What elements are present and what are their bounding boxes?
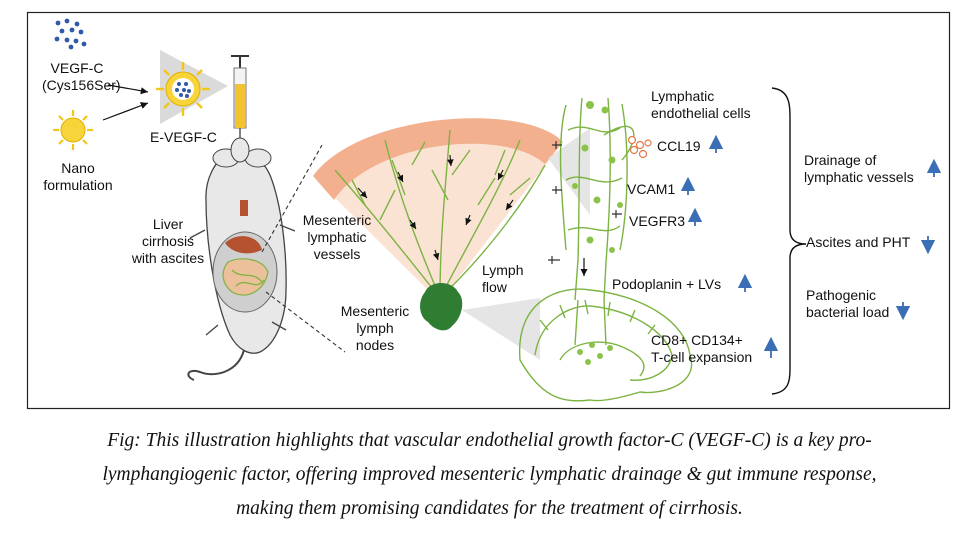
brace bbox=[771, 87, 807, 395]
label-podoplanin: Podoplanin + LVs bbox=[612, 276, 722, 292]
label-ccl19: CCL19 bbox=[657, 138, 701, 154]
caption-line-3: making them promising candidates for the… bbox=[236, 498, 743, 519]
caption-line-1: Fig: This illustration highlights that v… bbox=[107, 430, 872, 451]
mouse-illustration bbox=[187, 137, 296, 381]
endothelial-cell-dots bbox=[572, 101, 623, 365]
label-vegfr3: VEGFR3 bbox=[629, 213, 686, 229]
caption-line-2: lymphangiogenic factor, offering improve… bbox=[102, 464, 877, 485]
label-vegfc: VEGF-C(Cys156Ser) bbox=[42, 60, 121, 93]
nano-particle-icon bbox=[53, 110, 93, 150]
lymph-node-icon bbox=[420, 283, 463, 331]
mesentery-fan bbox=[313, 118, 563, 302]
indicator-arrows bbox=[680, 134, 942, 358]
label-ascites: Ascites and PHT bbox=[806, 234, 911, 250]
e-vegfc-particle-icon bbox=[156, 62, 210, 116]
label-vcam1: VCAM1 bbox=[627, 181, 676, 197]
ccl19-cluster-icon bbox=[627, 135, 652, 159]
syringe-icon bbox=[231, 55, 249, 148]
label-cd8: CD8+ CD134+T-cell expansion bbox=[651, 332, 753, 365]
label-e-vegfc: E-VEGF-C bbox=[150, 129, 217, 145]
receptor-icons bbox=[548, 141, 622, 264]
lymphatic-vessel-illustration bbox=[519, 97, 693, 402]
vegfc-dots-icon bbox=[54, 18, 87, 50]
